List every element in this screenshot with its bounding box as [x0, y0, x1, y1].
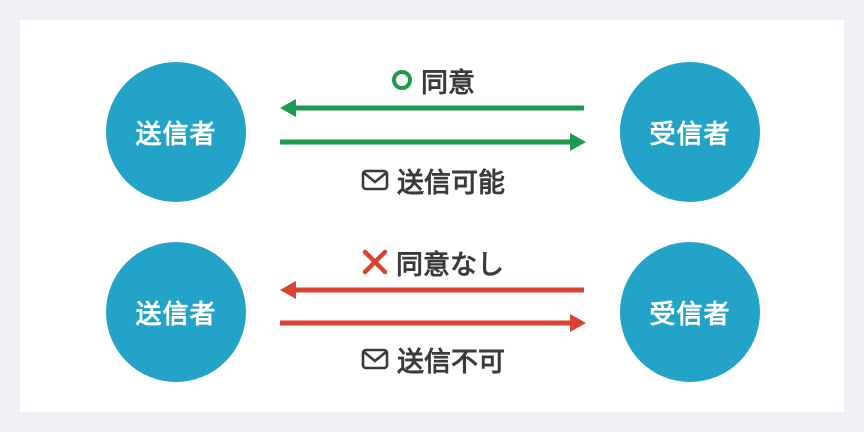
result-label-2: 送信不可: [278, 341, 588, 378]
sender-node-2: 送信者: [106, 242, 246, 382]
consent-text-1: 同意: [421, 67, 475, 99]
receiver-node-2: 受信者: [620, 242, 760, 382]
envelope-icon: [361, 169, 389, 191]
arrow-receiver-to-sender-1: [280, 99, 584, 117]
sender-node-1: 送信者: [106, 62, 246, 202]
consent-label-1: 同意: [278, 62, 588, 99]
receiver-node-1: 受信者: [620, 62, 760, 202]
cross-icon: [362, 249, 388, 275]
circle-icon: [391, 69, 413, 91]
arrow-receiver-to-sender-2: [280, 281, 584, 299]
result-text-1: 送信可能: [397, 167, 505, 199]
consent-label-2: 同意なし: [278, 244, 588, 281]
arrow-sender-to-receiver-2: [280, 314, 586, 332]
envelope-icon: [361, 348, 389, 370]
result-label-1: 送信可能: [278, 162, 588, 199]
result-text-2: 送信不可: [397, 346, 505, 378]
consent-text-2: 同意なし: [396, 249, 504, 281]
arrow-sender-to-receiver-1: [280, 133, 586, 151]
